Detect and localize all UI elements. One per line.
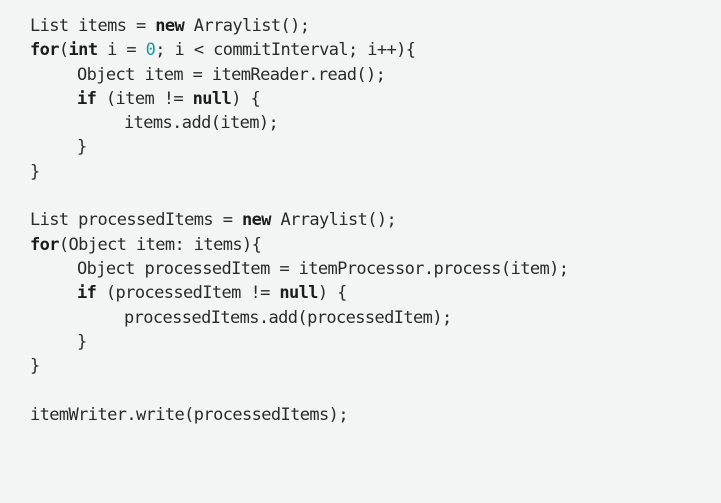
code-line-2: for(int i = 0; i < commitInterval; i++){ xyxy=(30,38,721,62)
keyword-if: if xyxy=(77,88,97,109)
code-text: Object processedItem = itemProcessor.pro… xyxy=(77,258,569,279)
code-text: itemWriter.write(processedItems); xyxy=(30,404,349,425)
code-line-12: if (processedItem != null) { xyxy=(30,281,721,305)
closing-brace: } xyxy=(30,161,40,182)
closing-brace: } xyxy=(77,137,87,158)
code-line-15: } xyxy=(30,354,721,378)
keyword-new: new xyxy=(155,16,185,36)
keyword-for: for xyxy=(30,40,60,61)
code-line-11: Object processedItem = itemProcessor.pro… xyxy=(30,257,721,281)
code-text: processedItems.add(processedItem); xyxy=(124,307,452,328)
code-line-13: processedItems.add(processedItem); xyxy=(30,306,721,330)
keyword-null: null xyxy=(192,88,232,109)
code-text: ; i < commitInterval; i++){ xyxy=(155,40,416,61)
keyword-null: null xyxy=(279,283,318,304)
code-line-10: for(Object item: items){ xyxy=(30,233,721,257)
code-text: Arraylist(); xyxy=(184,16,310,36)
code-line-16-blank xyxy=(30,378,721,402)
keyword-int: int xyxy=(68,40,99,61)
code-text: (Object item: items){ xyxy=(58,234,262,255)
number-literal: 0 xyxy=(145,40,156,61)
code-text: ) { xyxy=(317,283,348,304)
keyword-for: for xyxy=(30,234,60,255)
code-line-1: List items = new Arraylist(); xyxy=(30,14,721,38)
closing-brace: } xyxy=(77,331,87,352)
code-text: ( xyxy=(58,40,69,61)
code-text: List processedItems = xyxy=(30,210,242,231)
code-line-4: if (item != null) { xyxy=(30,87,721,111)
keyword-new: new xyxy=(241,210,272,231)
code-text: List items = xyxy=(30,16,156,36)
code-text: i = xyxy=(97,40,146,61)
code-line-6: } xyxy=(30,135,721,159)
code-line-8-blank xyxy=(30,184,721,208)
code-line-3: Object item = itemReader.read(); xyxy=(30,63,721,87)
closing-brace: } xyxy=(30,356,40,377)
code-line-7: } xyxy=(30,160,721,184)
code-line-17: itemWriter.write(processedItems); xyxy=(30,403,721,427)
code-text: ) { xyxy=(231,88,261,109)
code-line-14: } xyxy=(30,330,721,354)
code-text: (item != xyxy=(96,88,193,109)
code-text: (processedItem != xyxy=(96,283,280,304)
code-line-5: items.add(item); xyxy=(30,111,721,135)
code-text: Arraylist(); xyxy=(270,210,397,231)
keyword-if: if xyxy=(77,283,97,304)
code-line-9: List processedItems = new Arraylist(); xyxy=(30,208,721,232)
code-text: Object item = itemReader.read(); xyxy=(77,64,386,85)
code-text: items.add(item); xyxy=(124,113,279,134)
